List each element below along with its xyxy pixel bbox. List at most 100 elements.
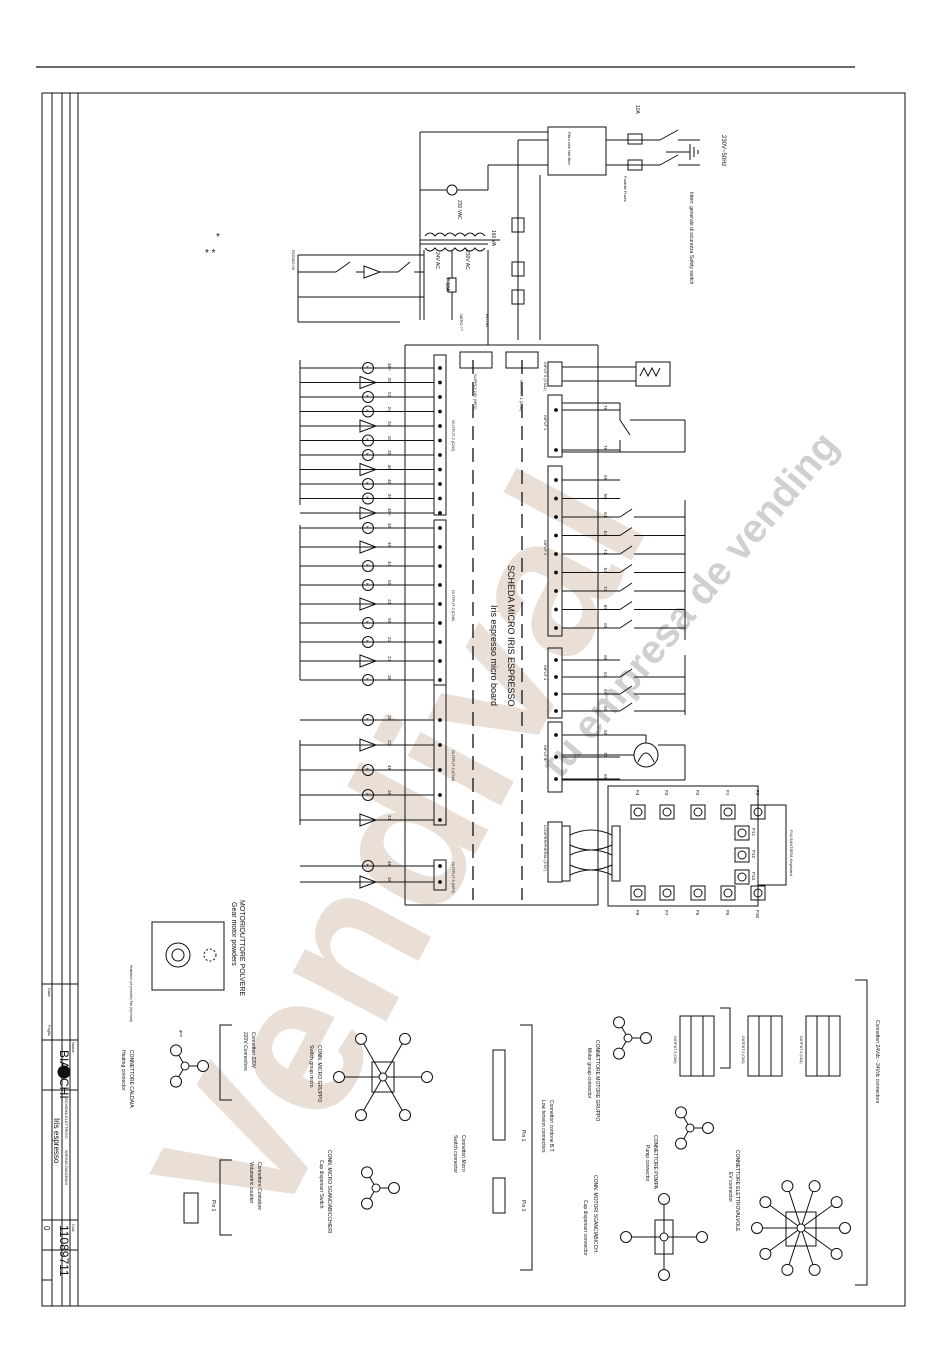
terminal-cn5-7: [438, 659, 442, 663]
cup-subtitle: Cup dispenser connector: [582, 1200, 588, 1256]
terminal-cn4-1: [438, 743, 442, 747]
connector-output-1: [505, 351, 539, 369]
pump-pin-2: [675, 1106, 687, 1119]
motor-cn3-8: [362, 478, 374, 490]
key-P13: [734, 869, 750, 885]
ev-pin-7: [781, 1180, 794, 1193]
terminal-label-cn4-2: 40: [386, 765, 392, 771]
output-label-a: OUTPUT 3 (CN5): [673, 1036, 677, 1064]
label-input-3: INPUT 3: [543, 745, 548, 761]
terminal-label-cn3-0: 40+: [386, 363, 392, 371]
valve-cn3-1: [359, 375, 378, 390]
pump-title: CONNETTORE POMPA: [652, 1135, 658, 1190]
label-output-4: OUTPUT 4 (CN4): [451, 750, 456, 782]
heating-pin-hub: [180, 1061, 190, 1071]
pump-subtitle: Pump connector: [644, 1145, 650, 1182]
connector-input-1: [547, 394, 563, 458]
c24v-title: Connettori 24Vdc - 24Vdc connectors: [874, 1020, 880, 1104]
input-terminal-in2-2: [554, 515, 558, 519]
motor-mark-cn3-5: M: [364, 439, 368, 442]
ev-pin-wire-9: [800, 1201, 837, 1229]
input-label-in2-6: 73: [602, 586, 608, 592]
motor-mark-cn4-2: M: [364, 768, 368, 771]
heating-pin-1: [170, 1075, 182, 1088]
motor-cn3-0: [362, 362, 374, 374]
input-terminal-in2-3: [554, 533, 558, 538]
cup-switch-pin-hub: [371, 1183, 381, 1193]
key-P3-dot: [662, 807, 672, 817]
terminal-cn3-10: [438, 511, 442, 515]
motor-cn5-6: [362, 636, 374, 648]
terminal-label-cn4-3: 38: [386, 790, 392, 796]
ev-pin-4: [759, 1247, 772, 1260]
switch-connector: [492, 1177, 506, 1214]
gear-motor: [151, 921, 225, 991]
input1-switch: [562, 402, 686, 453]
motor-group-pin-1: [613, 1047, 625, 1060]
cod-label: Cod.: [71, 1224, 76, 1232]
fuse-2: [627, 159, 643, 171]
key-P6: [690, 885, 706, 901]
date-label: Data: [47, 988, 52, 997]
input-label-in2-3: 62: [602, 531, 608, 537]
key-label-P3: P3: [663, 790, 669, 796]
heating-title: CONNETTORE CALDAIA: [128, 1050, 134, 1108]
terminal-label-cn5-0: 45: [386, 523, 392, 529]
motor-group-pin-2: [613, 1016, 625, 1029]
fuse-1: [627, 133, 643, 145]
terminal-label-cn5-2: 44: [386, 561, 392, 567]
output3-grid: [679, 1015, 715, 1077]
board-title: SCHEDA MICRO IRIS ESPRESSO: [506, 565, 516, 707]
terminal-label-cn5-4: 31: [386, 599, 392, 605]
thermal-fuse: [446, 184, 458, 196]
label-input-2: INPUT 2: [543, 540, 548, 556]
lcd-ribbon: [561, 825, 621, 882]
key-P12-dot: [737, 850, 747, 860]
input-label-in4-0: 60: [602, 655, 608, 661]
cup-switch-subtitle: Cup dispenser Switch: [318, 1160, 324, 1209]
input-terminal-in4-1: [554, 675, 558, 679]
transformer-primary: 230 VAC: [456, 200, 462, 220]
input-terminal-in4-2: [554, 692, 558, 696]
key-label-P13: P13: [750, 872, 756, 880]
label-output-2: OUTPUT 2 (CN3): [451, 420, 456, 452]
terminal-label-mf3-0: 40: [386, 861, 392, 867]
motor-cn4-3: [362, 789, 374, 801]
motor-mark-cn3-0: M: [364, 366, 368, 369]
terminal-label-cn3-8: 48: [386, 479, 392, 485]
gear-motor-note: Ventilatore (se presente) Fan (if presen…: [129, 965, 133, 1022]
valve-cn5-1: [359, 540, 378, 554]
motor-mark-cn5-6: M: [364, 640, 368, 643]
label-supply-24v: SUPPLY 24V (MF1): [473, 374, 478, 410]
ev-subtitle: EV connector: [727, 1172, 733, 1202]
key-P6-dot: [693, 888, 703, 898]
key-P5-dot: [723, 888, 733, 898]
motor-cn3-5: [362, 434, 374, 447]
key-P10: [750, 885, 766, 901]
motor-mark-cn5-0: M: [364, 526, 368, 529]
output-loads: 40+M2552M24M3415M35M4648M36M40+45M4644M5…: [299, 360, 442, 889]
gear-motor-title: MOTORIDUTTORE POLVERE: [238, 900, 245, 996]
fuse-caption: Fusibile Fuses: [623, 176, 628, 202]
key-label-P6: P6: [694, 910, 700, 916]
valve-cn4-4: [359, 813, 378, 827]
cup-pin-0: [696, 1231, 708, 1243]
key-P12: [734, 847, 750, 863]
motor-mark-cn5-5: M: [364, 621, 368, 624]
terminal-label-cn3-10: 40+: [386, 508, 392, 516]
key-P1-dot: [723, 807, 733, 817]
switch-in4-3: [619, 702, 633, 712]
pin1-c: Pin 1: [210, 1200, 216, 1212]
cup-title: CONN. MOTORI SGANCIABICCH.: [592, 1175, 598, 1253]
thermostat-130: [511, 217, 525, 233]
terminal-cn3-7: [438, 467, 442, 472]
motor-cn4-2: [362, 764, 374, 776]
micro-group-pin-hub: [378, 1072, 388, 1082]
output2-grid: [747, 1015, 783, 1077]
input-terminal-in4-0: [554, 658, 558, 662]
pump-pin-1: [675, 1137, 687, 1150]
ev-pin-2: [808, 1263, 821, 1276]
low-voltage-relays: [297, 254, 424, 323]
